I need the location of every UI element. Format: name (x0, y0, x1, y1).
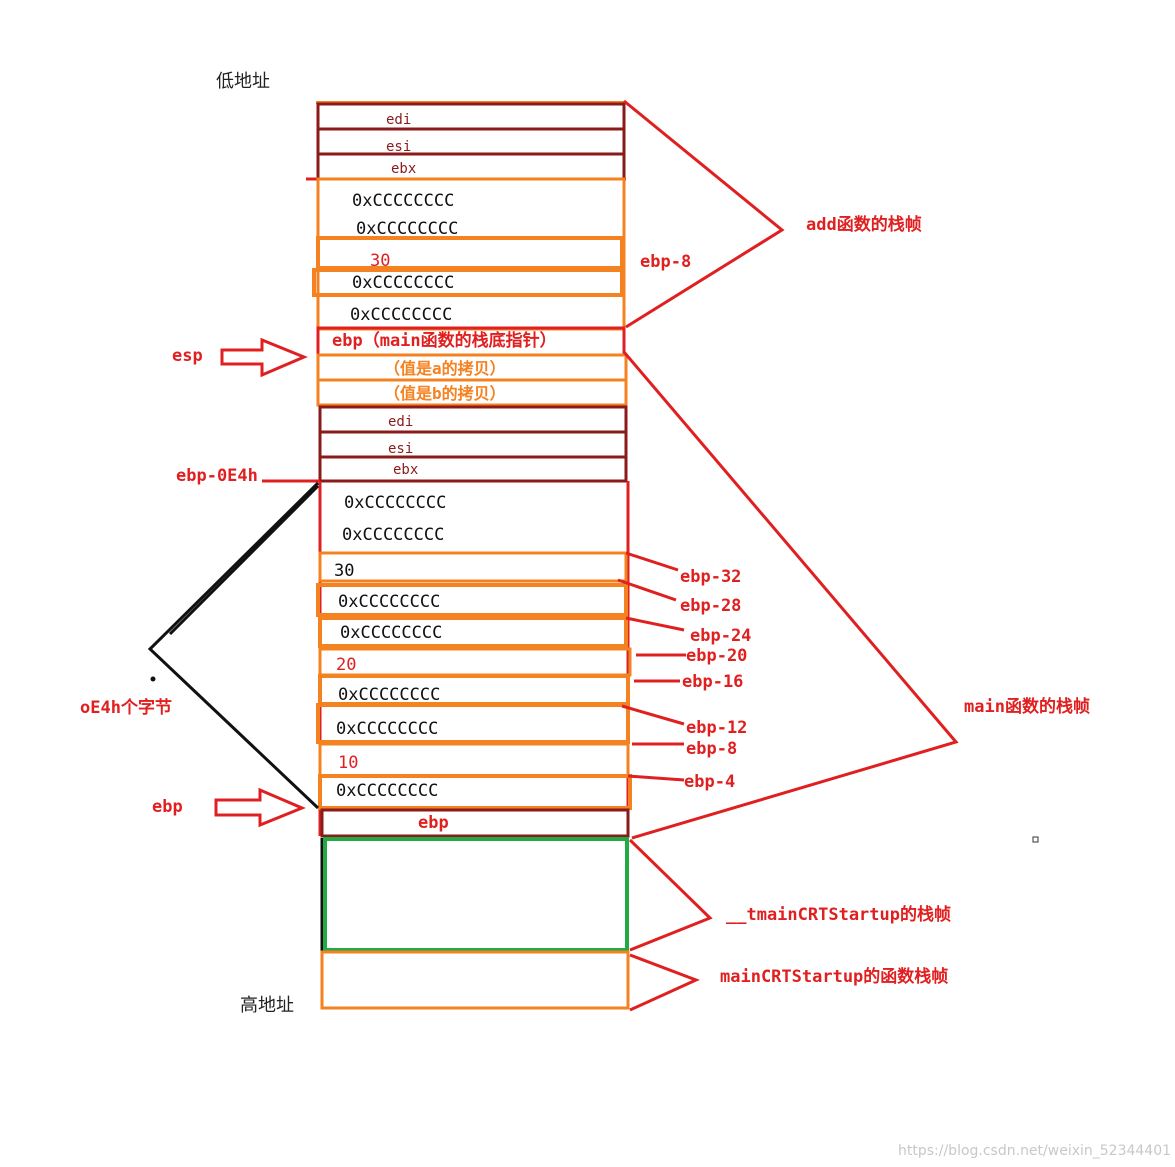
main-saved-edi-slot (318, 405, 628, 434)
add-slot-fill-3 (312, 268, 624, 297)
tmain-frame-label: __tmainCRTStartup的栈帧 (726, 904, 951, 925)
ebp-label: ebp (152, 797, 183, 817)
main-frame-label: main函数的栈帧 (964, 696, 1090, 717)
add-value-30: 30 (370, 251, 390, 271)
main-value-20: 20 (336, 655, 356, 675)
tmain-crt-frame-block (323, 837, 629, 952)
add-saved-esi-slot (316, 127, 626, 156)
add-reg-esi: esi (386, 139, 411, 155)
offset-ebp-20: ebp-20 (686, 646, 747, 666)
main-fill-2: 0xCCCCCCCC (342, 525, 444, 545)
main-slot-30 (318, 551, 628, 583)
main-slot-fill-4 (318, 616, 628, 648)
main-saved-ebp-slot (320, 808, 630, 838)
main-slot-20 (318, 647, 632, 677)
offset-callouts (617, 551, 686, 782)
main-crt-frame-bracket (629, 953, 700, 1012)
main-reg-esi: esi (388, 441, 413, 457)
main-slot-fill-7 (318, 774, 632, 810)
main-fill-6: 0xCCCCCCCC (336, 719, 438, 739)
offset-ebp-28: ebp-28 (680, 596, 741, 616)
main-saved-esi-slot (318, 430, 628, 459)
main-value-10: 10 (338, 753, 358, 773)
main-crt-frame-label: mainCRTStartup的函数栈帧 (720, 966, 948, 987)
add-frame-stack: edi esi ebx 0xCCCCCCCC 0xCCCCCCCC 30 0xC… (306, 101, 628, 407)
add-fill-2: 0xCCCCCCCC (356, 219, 458, 239)
high-address-label: 高地址 (240, 995, 294, 1016)
crt-frames-stack (320, 837, 630, 1010)
offset-ebp-12: ebp-12 (686, 718, 747, 738)
add-saved-ebx-slot (316, 152, 626, 181)
add-saved-edi-slot (316, 102, 626, 131)
offset-ebp-16: ebp-16 (682, 672, 743, 692)
add-fill-1: 0xCCCCCCCC (352, 191, 454, 211)
main-value-30: 30 (334, 561, 354, 581)
add-saved-ebp: ebp（main函数的栈底指针） (332, 330, 557, 351)
low-address-label: 低地址 (216, 71, 270, 92)
esp-arrow-icon (220, 337, 308, 378)
main-saved-ebp: ebp (418, 813, 449, 833)
tmain-frame-bracket (628, 838, 713, 952)
main-fill-5: 0xCCCCCCCC (338, 685, 440, 705)
add-param-b-slot (316, 378, 628, 407)
main-fill-7: 0xCCCCCCCC (336, 781, 438, 801)
ebp-minus-0e4h-label: ebp-0E4h (176, 466, 258, 486)
add-ebp-minus-8-label: ebp-8 (640, 252, 691, 272)
main-saved-ebx-slot (318, 455, 628, 483)
add-frame-label: add函数的栈帧 (806, 214, 922, 235)
main-reg-ebx: ebx (393, 462, 418, 478)
main-frame-stack: edi esi ebx 0xCCCCCCCC 0xCCCCCCCC 30 0xC… (316, 405, 632, 838)
offset-ebp-24: ebp-24 (690, 626, 751, 646)
offset-ebp-32: ebp-32 (680, 567, 741, 587)
esp-label: esp (172, 346, 203, 366)
add-param-b: （值是b的拷贝） (384, 384, 506, 403)
add-reg-ebx: ebx (391, 161, 416, 177)
watermark: https://blog.csdn.net/weixin_52344401 (898, 1143, 1171, 1159)
offset-ebp-8: ebp-8 (686, 739, 737, 759)
add-frame-bracket (623, 99, 785, 329)
main-crt-frame-block (320, 950, 630, 1010)
offset-ebp-4: ebp-4 (684, 772, 735, 792)
ebp-arrow-icon (214, 787, 306, 828)
add-slot-30 (316, 236, 624, 270)
main-slot-fill-6 (316, 703, 630, 744)
add-reg-edi: edi (386, 112, 411, 128)
add-param-a: （值是a的拷贝） (384, 359, 506, 378)
size-note-label: oE4h个字节 (80, 697, 172, 718)
add-fill-3: 0xCCCCCCCC (352, 273, 454, 293)
main-slot-10 (318, 742, 630, 778)
main-fill-1: 0xCCCCCCCC (344, 493, 446, 513)
main-reg-edi: edi (388, 414, 413, 430)
main-frame-bracket (622, 351, 959, 840)
main-fill-3: 0xCCCCCCCC (338, 592, 440, 612)
main-slot-fill-3 (316, 583, 628, 617)
add-fill-4: 0xCCCCCCCC (350, 305, 452, 325)
main-fill-4: 0xCCCCCCCC (340, 623, 442, 643)
size-bracket (147, 481, 320, 810)
